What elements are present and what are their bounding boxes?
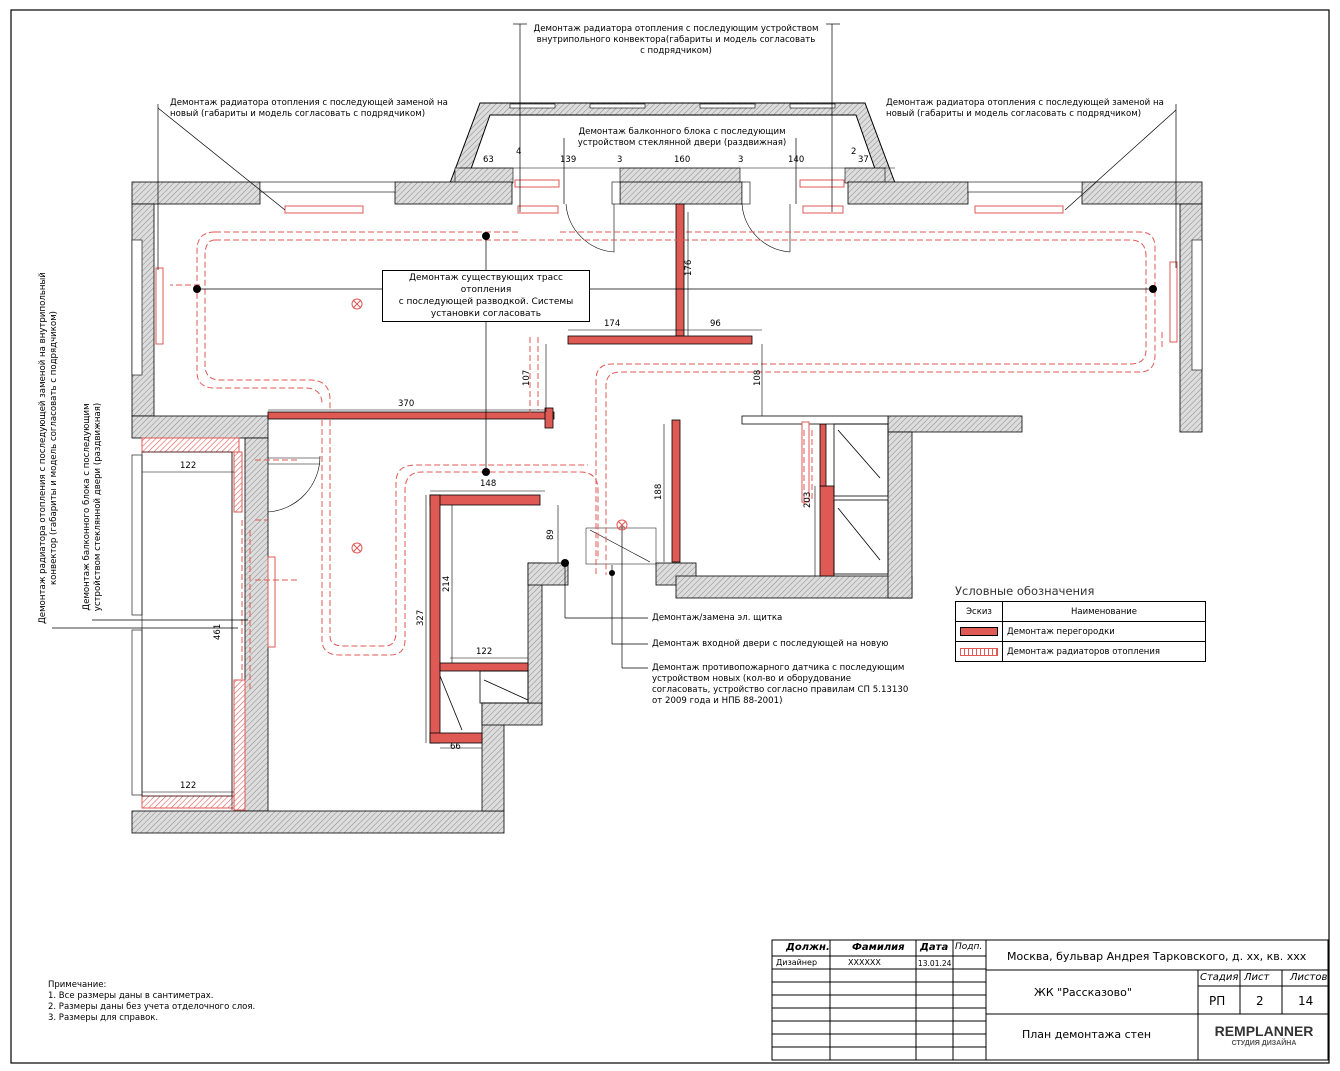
dim-3b: 3 [738,155,744,165]
tb-header-sheet: Лист [1244,972,1270,983]
annotation-balcony-block: Демонтаж балконного блока с последующим … [577,127,787,148]
note-3: 3. Размеры для справок. [48,1013,159,1023]
dim-96: 96 [710,319,721,329]
interior-lines [439,415,889,731]
remplanner-logo: REMPLANNER СТУДИЯ ДИЗАЙНА [1210,1024,1318,1048]
dim-139: 139 [560,155,577,165]
leader-dots [193,232,1157,576]
annotation-heating-routes: Демонтаж существующих трасс отопления с … [382,270,590,322]
fire-sensors [351,298,628,554]
legend-title: Условные обозначения [955,584,1095,598]
tb-sheets: 14 [1298,994,1314,1008]
tb-surname: XXXXXX [848,958,881,967]
legend-swatch-radiator [955,641,1003,662]
dim-66: 66 [450,742,461,752]
tb-role: Дизайнер [776,958,818,967]
dim-140: 140 [788,155,805,165]
note-1: 1. Все размеры даны в сантиметрах. [48,991,214,1001]
notes: Примечание: 1. Все размеры даны в сантим… [48,980,255,1024]
logo-main: REMPLANNER [1214,1023,1314,1039]
notes-title: Примечание: [48,980,107,990]
dim-370: 370 [398,399,415,409]
annotation-fire-sensor: Демонтаж противопожарного датчика с посл… [652,663,909,706]
note-2: 2. Размеры даны без учета отделочного сл… [48,1002,256,1012]
tb-header-stage: Стадия [1200,972,1239,983]
annotation-top-center: Демонтаж радиатора отопления с последующ… [533,24,819,56]
tb-header-position: Должн. [786,942,830,953]
tb-address: Москва, бульвар Андрея Тарковского, д. х… [1007,950,1307,963]
tb-stage: РП [1209,994,1226,1008]
balcony [141,437,246,811]
annotation-entrance-door: Демонтаж входной двери с последующей на … [652,639,889,649]
annotation-panel: Демонтаж/замена эл. щитка [652,613,783,623]
tb-header-sign: Подп. [955,942,983,952]
windows [131,181,1203,796]
dim-4: 4 [516,147,522,157]
legend-table: Эскиз Наименование Демонтаж перегородки … [955,601,1206,662]
tb-header-date: Дата [920,942,949,953]
door-swings [267,181,791,563]
dim-122-top: 122 [180,461,197,471]
legend-swatch-partition [955,621,1003,642]
dim-3a: 3 [617,155,623,165]
dim-63: 63 [483,155,494,165]
tb-header-sheets: Листов [1290,972,1328,983]
leader-lines [52,23,1177,669]
logo-sub: СТУДИЯ ДИЗАЙНА [1231,1040,1297,1047]
dim-122-inner: 122 [476,647,493,657]
tb-sheet: 2 [1256,994,1264,1008]
demolished-partitions [267,203,835,744]
dim-148: 148 [480,479,497,489]
dim-122-bottom: 122 [180,781,197,791]
tb-header-surname: Фамилия [852,942,905,953]
dim-2: 2 [851,147,857,157]
annotation-top-left: Демонтаж радиатора отопления с последующ… [170,98,448,119]
tb-date: 13.01.24 [918,959,952,968]
heating-routes [170,231,1163,690]
dim-160: 160 [674,155,691,165]
radiators [155,179,1178,648]
legend-row-radiator: Демонтаж радиаторов отопления [1002,641,1206,662]
dimension-lines [142,167,895,810]
dim-174: 174 [604,319,621,329]
dim-37: 37 [858,155,869,165]
annotation-top-right: Демонтаж радиатора отопления с последующ… [886,98,1164,119]
outer-walls [131,181,1203,834]
tb-drawing-name: План демонтажа стен [1022,1028,1152,1041]
tb-complex: ЖК "Рассказово" [1034,986,1132,999]
sheet-frame [10,9,1330,1064]
